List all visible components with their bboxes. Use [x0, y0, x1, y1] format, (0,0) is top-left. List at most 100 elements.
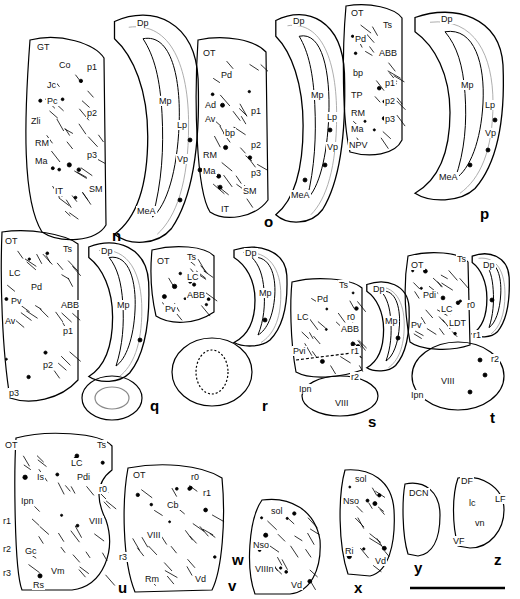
fiber-stroke — [58, 483, 64, 495]
fiber-stroke — [309, 318, 318, 330]
cell-dot — [303, 178, 307, 182]
fiber-stroke — [65, 129, 73, 134]
structure-label: r1 — [472, 330, 482, 340]
fiber-stroke — [274, 566, 282, 574]
structure-label: Ts — [338, 280, 349, 290]
fiber-stroke — [80, 567, 89, 574]
fiber-stroke — [357, 301, 365, 311]
cell-dot — [459, 300, 461, 302]
cell-dot — [349, 486, 351, 488]
fiber-stroke — [372, 27, 377, 36]
panel-letter: u — [118, 580, 127, 596]
structure-label: p1 — [384, 78, 396, 88]
fiber-stroke — [104, 502, 110, 509]
cell-dot — [101, 461, 104, 464]
structure-label: sol — [270, 506, 284, 516]
cell-dot — [325, 328, 327, 330]
fiber-stroke — [141, 490, 152, 498]
structure-label: RM — [202, 150, 218, 160]
cell-dot — [76, 524, 79, 527]
fiber-stroke — [314, 336, 321, 344]
structure-label: r2 — [2, 544, 12, 554]
structure-label: r1 — [350, 346, 360, 356]
cell-dot — [207, 298, 210, 301]
fiber-stroke — [40, 526, 49, 534]
fiber-stroke — [51, 151, 60, 162]
fiber-stroke — [40, 309, 49, 318]
fiber-stroke — [213, 184, 224, 194]
cell-dot — [56, 473, 59, 476]
panel-letter: y — [414, 560, 422, 576]
structure-label: Vd — [374, 556, 387, 566]
structure-label: LC — [8, 268, 22, 278]
structure-label: OT — [410, 260, 425, 270]
structure-label: r2 — [490, 354, 500, 364]
panel-letter: q — [150, 398, 159, 414]
cell-dot — [412, 270, 414, 272]
fiber-stroke — [38, 460, 47, 467]
fiber-stroke — [250, 160, 256, 168]
cell-dot — [67, 163, 71, 167]
fiber-stroke — [210, 533, 216, 537]
structure-label: MeA — [136, 206, 157, 216]
fiber-stroke — [56, 312, 63, 322]
fiber-stroke — [309, 332, 313, 339]
fiber-stroke — [369, 503, 373, 509]
fiber-stroke — [373, 565, 381, 571]
fiber-stroke — [355, 518, 364, 527]
cell-dot — [323, 163, 327, 167]
structure-label: ABB — [186, 290, 206, 300]
structure-label: sol — [354, 474, 368, 484]
structure-label: Vd — [290, 580, 303, 590]
fiber-stroke — [212, 515, 224, 522]
cell-dot — [205, 303, 207, 305]
cell-dot — [373, 129, 375, 131]
fiber-stroke — [442, 283, 453, 290]
structure-label: LF — [494, 494, 507, 504]
fiber-stroke — [250, 64, 259, 70]
cell-dot — [377, 86, 381, 90]
structure-label: p1 — [250, 106, 262, 116]
fiber-stroke — [308, 533, 315, 545]
panel-letter: x — [354, 580, 362, 596]
cell-dot — [5, 298, 8, 301]
structure-label: Ts — [382, 20, 393, 30]
fiber-stroke — [61, 547, 65, 553]
fiber-stroke — [267, 521, 276, 530]
cell-dot — [23, 475, 27, 479]
structure-label: Pd — [316, 294, 329, 304]
cell-dot — [378, 494, 381, 497]
structure-label: p2 — [384, 96, 396, 106]
structure-label: p2 — [42, 360, 54, 370]
fiber-stroke — [369, 538, 381, 546]
fiber-stroke — [358, 518, 364, 529]
cell-dot — [79, 79, 82, 82]
fiber-stroke — [340, 357, 350, 364]
structure-label: MeA — [290, 190, 311, 200]
cell-dot — [169, 521, 171, 523]
fiber-stroke — [82, 101, 90, 108]
structure-label: Mp — [158, 96, 173, 106]
cell-dot — [61, 98, 64, 101]
fiber-stroke — [73, 555, 80, 563]
scale-bar — [410, 587, 505, 590]
structure-label: LC — [440, 304, 454, 314]
fiber-stroke — [397, 98, 402, 104]
cell-dot — [39, 99, 42, 102]
fiber-stroke — [233, 111, 240, 121]
fiber-stroke — [164, 563, 172, 572]
structure-label: Lp — [176, 120, 188, 130]
structure-label: Jc — [46, 80, 57, 90]
structure-label: Vp — [176, 154, 189, 164]
panel-letter: z — [494, 552, 502, 568]
fiber-stroke — [58, 533, 64, 542]
structure-label: r0 — [190, 472, 200, 482]
structure-label: VIII — [334, 398, 350, 408]
fiber-stroke — [67, 142, 73, 149]
cell-dot — [483, 373, 487, 377]
fiber-stroke — [54, 371, 60, 379]
structure-label: Gc — [24, 546, 38, 556]
fiber-stroke — [206, 293, 217, 301]
fiber-stroke — [16, 321, 24, 328]
fiber-stroke — [37, 254, 42, 264]
